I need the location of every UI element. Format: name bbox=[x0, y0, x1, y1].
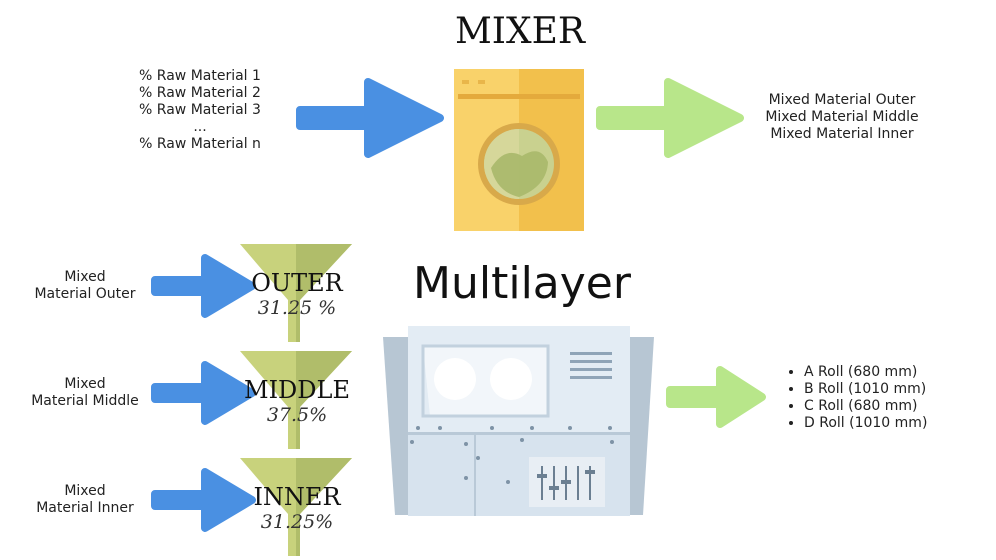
middle-input-line1: Mixed bbox=[64, 376, 106, 392]
mixed-material-outer-output: Mixed Material Outer bbox=[768, 92, 916, 108]
inner-input-line1: Mixed bbox=[64, 483, 106, 499]
mixer-machine-icon bbox=[454, 69, 584, 231]
roll-item-a: A Roll (680 mm) bbox=[804, 364, 976, 381]
multilayer-machine-icon bbox=[383, 326, 654, 516]
middle-layer-percent: 37.5% bbox=[266, 404, 328, 426]
mixer-outputs: Mixed Material Outer Mixed Material Midd… bbox=[752, 92, 932, 143]
inner-input-line2: Material Inner bbox=[36, 500, 134, 516]
middle-funnel-icon bbox=[240, 351, 352, 449]
multilayer-title: Multilayer bbox=[413, 258, 631, 309]
mixer-title: MIXER bbox=[454, 11, 586, 52]
inner-layer-percent: 31.25% bbox=[260, 511, 334, 533]
raw-material-ellipsis: ... bbox=[193, 119, 207, 135]
roll-item-b: B Roll (1010 mm) bbox=[804, 381, 976, 398]
inner-funnel-icon bbox=[240, 458, 352, 556]
raw-material-2: % Raw Material 2 bbox=[139, 85, 261, 101]
outer-layer-percent: 31.25 % bbox=[257, 297, 337, 319]
middle-input-label: Mixed Material Middle bbox=[20, 376, 150, 410]
outer-input-line2: Material Outer bbox=[34, 286, 136, 302]
mixer-output-arrow bbox=[596, 78, 744, 158]
middle-layer-name: MIDDLE bbox=[244, 376, 350, 404]
mixer-input-arrow bbox=[296, 78, 444, 158]
mixed-material-inner-output: Mixed Material Inner bbox=[770, 126, 914, 142]
multilayer-output-arrow bbox=[666, 366, 766, 428]
roll-item-c: C Roll (680 mm) bbox=[804, 398, 976, 415]
middle-input-arrow bbox=[151, 361, 256, 425]
outer-input-line1: Mixed bbox=[64, 269, 106, 285]
outer-input-label: Mixed Material Outer bbox=[20, 269, 150, 303]
outer-funnel-icon bbox=[240, 244, 352, 342]
mixed-material-middle-output: Mixed Material Middle bbox=[765, 109, 919, 125]
raw-material-3: % Raw Material 3 bbox=[139, 102, 261, 118]
inner-input-arrow bbox=[151, 468, 256, 532]
inner-layer-name: INNER bbox=[253, 483, 341, 511]
outer-layer-name: OUTER bbox=[251, 269, 343, 297]
raw-material-1: % Raw Material 1 bbox=[139, 68, 261, 84]
raw-material-n: % Raw Material n bbox=[139, 136, 261, 152]
outer-input-arrow bbox=[151, 254, 256, 318]
roll-item-d: D Roll (1010 mm) bbox=[804, 415, 976, 432]
inner-input-label: Mixed Material Inner bbox=[20, 483, 150, 517]
middle-input-line2: Material Middle bbox=[31, 393, 139, 409]
mixer-inputs: % Raw Material 1 % Raw Material 2 % Raw … bbox=[120, 68, 280, 153]
rolls-list: A Roll (680 mm) B Roll (1010 mm) C Roll … bbox=[786, 364, 976, 432]
